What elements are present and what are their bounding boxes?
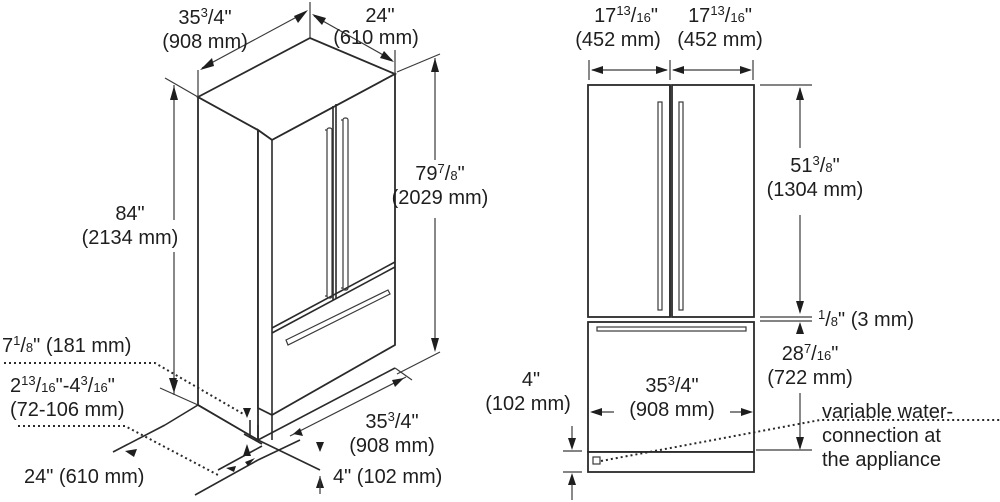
iso-cabinet-height-mm: (2029 mm) <box>392 187 489 209</box>
front-left-handle <box>657 101 663 311</box>
left-door-width-label: 1713/16" <box>594 3 658 27</box>
left-door-handle <box>326 127 333 299</box>
base-width-mm: (908 mm) <box>349 435 435 457</box>
front-left-door <box>587 84 671 318</box>
iso-top-depth-label: 24" <box>365 5 394 27</box>
toe-kick-range-mm: (72-106 mm) <box>10 399 124 421</box>
toe-kick-height-label: 71/8" (181 mm) <box>2 333 131 357</box>
right-door-handle <box>342 117 349 291</box>
upper-door-height-mm: (1304 mm) <box>767 179 864 201</box>
iso-cabinet-height-label: 797/8" <box>415 161 464 185</box>
water-note-line3: the appliance <box>822 449 941 471</box>
door-gap-label: 1/8" (3 mm) <box>818 307 914 331</box>
iso-height-mm: (2134 mm) <box>82 227 179 249</box>
iso-height-label: 84" <box>115 203 144 225</box>
front-drawer-handle <box>596 326 747 332</box>
iso-top-width-label: 353/4" <box>178 5 231 29</box>
water-connection-marker <box>592 456 601 465</box>
iso-top-depth-mm: (610 mm) <box>333 27 419 49</box>
isometric-view: 353/4" (908 mm) 24" (610 mm) 84" (2134 m… <box>2 2 489 496</box>
front-right-door <box>671 84 755 318</box>
toe-kick-range-label: 213/16"-43/16" <box>10 373 115 397</box>
base-width-label: 353/4" <box>365 409 418 433</box>
front-plinth <box>587 451 755 473</box>
base-offset-label: 4" (102 mm) <box>333 466 442 488</box>
toe-kick-range-leader <box>18 425 219 476</box>
left-door-width-mm: (452 mm) <box>575 29 661 51</box>
right-door-width-label: 1713/16" <box>688 3 752 27</box>
drawer-height-label: 287/16" <box>782 341 839 365</box>
drawer-width-mm: (908 mm) <box>629 399 715 421</box>
plinth-height-label: 4" <box>522 369 540 391</box>
front-view: 1713/16" (452 mm) 1713/16" (452 mm) 513/… <box>485 3 1000 500</box>
water-note-line1: variable water- <box>822 401 953 423</box>
front-freezer-drawer <box>587 321 755 453</box>
drawer-width-label: 353/4" <box>645 373 698 397</box>
base-depth-label: 24" (610 mm) <box>24 466 144 488</box>
right-door-width-mm: (452 mm) <box>677 29 763 51</box>
plinth-height-mm: (102 mm) <box>485 393 571 415</box>
upper-door-height-label: 513/8" <box>790 153 839 177</box>
toe-kick-leader <box>4 362 246 416</box>
front-right-handle <box>678 101 684 311</box>
water-note-line2: connection at <box>822 425 941 447</box>
drawer-handle <box>285 289 391 346</box>
fridge-side-panel <box>197 95 259 442</box>
iso-top-width-mm: (908 mm) <box>162 31 248 53</box>
drawer-height-mm: (722 mm) <box>767 367 853 389</box>
